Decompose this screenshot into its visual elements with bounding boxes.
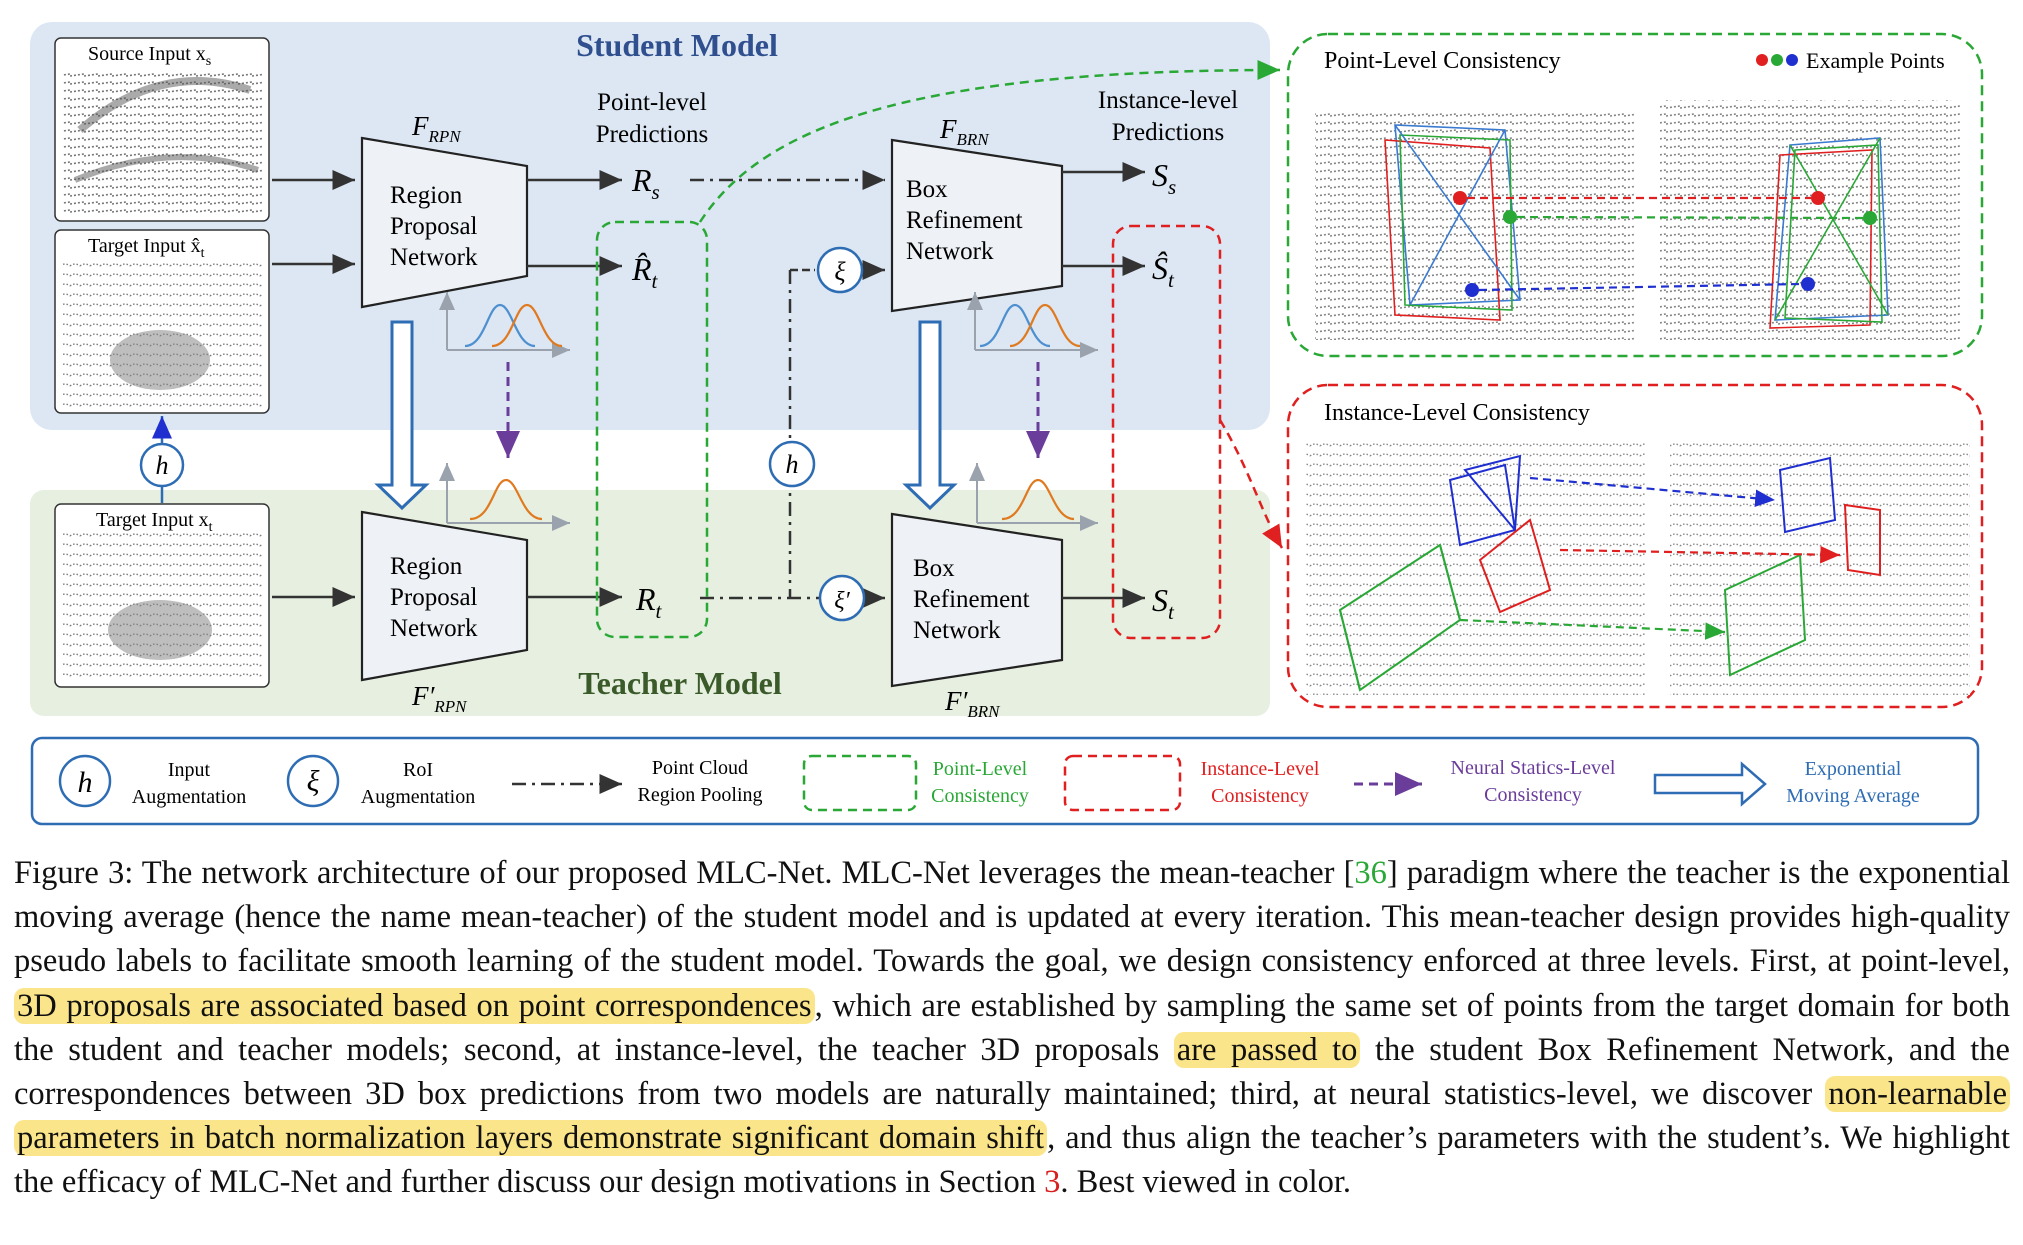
svg-text:Region: Region — [390, 553, 463, 580]
legend-roi-aug-1: RoI — [403, 759, 433, 781]
instance-level-connector — [1218, 419, 1284, 549]
legend-ema-1: Exponential — [1805, 758, 1902, 780]
instance-level-consistency-title: Instance-Level Consistency — [1324, 400, 1590, 426]
point-level-predictions-label-2: Predictions — [596, 121, 709, 148]
legend: h Input Augmentation ξ RoI Augmentation … — [30, 736, 1980, 826]
svg-text:ξ: ξ — [834, 257, 846, 286]
svg-text:Refinement: Refinement — [913, 586, 1030, 613]
svg-text:Proposal: Proposal — [390, 584, 478, 611]
citation-36[interactable]: 36 — [1354, 855, 1387, 891]
point-level-consistency-title: Point-Level Consistency — [1324, 48, 1561, 74]
r-t-symbol: Rt — [635, 581, 663, 623]
svg-text:Network: Network — [390, 244, 478, 271]
legend-neural-cons-1: Neural Statics-Level — [1451, 757, 1616, 779]
point-level-connector — [698, 60, 1281, 223]
instance-level-consistency-box — [1111, 224, 1222, 640]
point-level-consistency-panel: Point-Level Consistency Example Points — [1286, 32, 1984, 358]
roi-augmentation-node: ξ — [816, 246, 864, 294]
highlight-2: are passed to — [1173, 1031, 1361, 1068]
student-panel — [30, 22, 1270, 430]
student-brn: Box Refinement Network FBRN — [890, 114, 1064, 313]
legend-pooling-1: Point Cloud — [652, 757, 748, 779]
svg-text:Network: Network — [906, 238, 994, 265]
source-input-label: Source Input xs — [88, 43, 211, 69]
svg-text:Box: Box — [906, 176, 948, 203]
bn-distribution-teacher-brn — [969, 463, 1098, 531]
middle-input-augmentation-node: h — [768, 440, 816, 488]
figure-caption: Figure 3: The network architecture of ou… — [14, 855, 2010, 1201]
bn-distribution-teacher-rpn — [439, 463, 570, 531]
legend-instance-cons-2: Consistency — [1211, 785, 1309, 807]
s-t-symbol: St — [1152, 582, 1175, 624]
legend-point-cons-2: Consistency — [931, 785, 1029, 807]
highlight-1: 3D proposals are associated based on poi… — [14, 987, 815, 1024]
legend-point-cons-1: Point-Level — [933, 758, 1028, 780]
svg-text:Box: Box — [913, 555, 955, 582]
teacher-model-title: Teacher Model — [578, 665, 782, 701]
figure: Student Model Teacher Model Source Input… — [30, 22, 1984, 826]
s-t-hat-symbol: Ŝt — [1152, 250, 1175, 292]
svg-text:Proposal: Proposal — [390, 213, 478, 240]
svg-text:h: h — [786, 450, 799, 479]
svg-text:Network: Network — [913, 617, 1001, 644]
point-level-predictions-label-1: Point-level — [597, 89, 707, 116]
svg-text:Refinement: Refinement — [906, 207, 1023, 234]
svg-text:F′BRN: F′BRN — [944, 686, 1001, 721]
svg-text:Network: Network — [390, 615, 478, 642]
r-s-symbol: Rs — [631, 162, 660, 204]
instance-level-predictions-label-1: Instance-level — [1098, 87, 1238, 114]
section-3-link[interactable]: 3 — [1044, 1164, 1061, 1201]
example-points-label: Example Points — [1806, 48, 1945, 73]
instance-level-predictions-label-2: Predictions — [1112, 119, 1225, 146]
r-t-hat-symbol: R̂t — [631, 251, 659, 293]
bn-distribution-student-rpn — [439, 292, 570, 358]
svg-text:FBRN: FBRN — [939, 114, 990, 149]
target-input-hat-image: Target Input x̂t — [54, 229, 270, 414]
svg-text:h: h — [156, 451, 169, 480]
bn-distribution-student-brn — [967, 292, 1098, 358]
svg-text:F′RPN: F′RPN — [411, 681, 468, 716]
teacher-rpn: Region Proposal Network F′RPN — [360, 510, 529, 716]
target-input-image: Target Input xt — [54, 503, 270, 688]
svg-text:FRPN: FRPN — [411, 111, 462, 146]
roi-augmentation-teacher-node: ξ′ — [818, 574, 866, 622]
point-level-consistency-box — [595, 220, 709, 639]
legend-input-aug-2: Augmentation — [132, 786, 246, 808]
ema-arrow-rpn — [374, 320, 430, 511]
student-model-title: Student Model — [576, 27, 778, 63]
legend-neural-cons-2: Consistency — [1484, 784, 1582, 806]
legend-instance-cons-1: Instance-Level — [1201, 758, 1320, 780]
teacher-brn: Box Refinement Network F′BRN — [890, 512, 1064, 721]
svg-text:Region: Region — [390, 182, 463, 209]
legend-roi-aug-2: Augmentation — [361, 786, 475, 808]
source-input-image: Source Input xs — [54, 37, 270, 222]
input-augmentation-node: h — [139, 416, 185, 503]
legend-ema-2: Moving Average — [1786, 785, 1920, 807]
student-rpn: Region Proposal Network FRPN — [360, 111, 529, 309]
target-input-label: Target Input xt — [96, 509, 213, 535]
s-s-symbol: Ss — [1152, 157, 1176, 199]
target-input-hat-label: Target Input x̂t — [88, 235, 205, 261]
svg-text:ξ′: ξ′ — [834, 588, 850, 614]
ema-arrow-brn — [902, 320, 958, 511]
instance-level-consistency-panel: Instance-Level Consistency — [1286, 383, 1984, 709]
svg-text:ξ: ξ — [307, 765, 320, 798]
legend-pooling-2: Region Pooling — [637, 784, 762, 806]
svg-text:h: h — [78, 766, 93, 799]
legend-input-aug-1: Input — [168, 759, 211, 781]
